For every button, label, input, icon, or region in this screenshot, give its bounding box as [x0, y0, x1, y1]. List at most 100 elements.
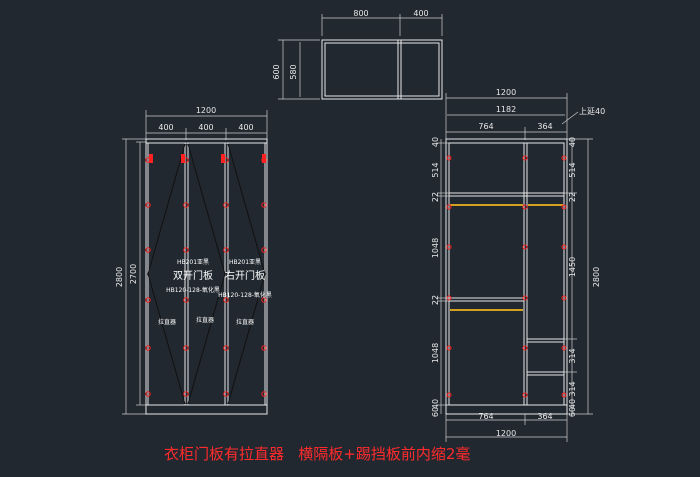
left-door-material: HB120-128-氧化黑 — [166, 286, 220, 294]
hinge-marker — [223, 297, 229, 303]
hinge-marker — [223, 202, 229, 208]
interior-right-height-5: 314 — [568, 348, 577, 363]
left-door-code: HB201亚黑 — [177, 259, 209, 266]
interior-top-note: 上延40 — [579, 106, 605, 116]
left-door-name: 双开门板 — [173, 269, 213, 282]
hinge-marker — [522, 244, 528, 250]
hinge-marker — [522, 155, 528, 161]
hinge-marker — [522, 345, 528, 351]
hinge-marker — [446, 392, 452, 398]
hinge-marker — [223, 345, 229, 351]
hinge-marker — [223, 247, 229, 253]
top-view-dim-a: 800 — [353, 9, 368, 18]
front-panel-width-1: 400 — [158, 123, 173, 132]
hinge-marker — [183, 297, 189, 303]
hinge-marker — [561, 392, 567, 398]
top-view: 800 400 600 580 — [272, 9, 443, 100]
hinge-marker — [561, 244, 567, 250]
interior-top-shelf — [448, 192, 565, 197]
hinge-marker — [223, 391, 229, 397]
interior-right-height-3: 22 — [568, 192, 577, 202]
right-door-name: 右开门板 — [225, 269, 265, 282]
interior-left-height-4: 1048 — [431, 238, 440, 258]
hinge-marker — [561, 345, 567, 351]
interior-bottom-width-1: 764 — [478, 412, 493, 421]
middle-door-handle: 拉直器 — [196, 316, 214, 324]
straightener-marker — [221, 154, 225, 163]
interior-right-height-6: 314 — [568, 381, 577, 396]
left-door-handle: 拉直器 — [158, 318, 176, 326]
interior-top-width-2: 364 — [537, 122, 552, 131]
top-view-dim-b: 400 — [413, 9, 428, 18]
interior-right-height-2: 514 — [568, 162, 577, 177]
top-view-inner — [324, 42, 440, 97]
front-overall-width: 1200 — [196, 106, 216, 115]
interior-left-height-5: 22 — [431, 295, 440, 305]
hinge-marker — [561, 155, 567, 161]
top-view-dim-h2: 580 — [289, 64, 298, 79]
interior-bottom-width-2: 364 — [537, 412, 552, 421]
interior-left-shelf — [448, 297, 525, 302]
front-panel-width-2: 400 — [198, 123, 213, 132]
hinge-marker — [145, 247, 151, 253]
interior-right-shelf-1 — [526, 338, 565, 343]
hinge-marker — [183, 247, 189, 253]
right-door-handle: 拉直器 — [236, 318, 254, 326]
hinge-markers — [145, 154, 267, 397]
hinge-marker — [446, 244, 452, 250]
right-door-code: HB201亚黑 — [229, 259, 261, 266]
hinge-marker — [145, 202, 151, 208]
door-open-line-1 — [147, 143, 186, 405]
hinge-marker — [145, 391, 151, 397]
drawing-caption: 衣柜门板有拉直器 横隔板+踢挡板前内缩2毫 — [164, 445, 470, 463]
straightener-marker — [181, 154, 185, 163]
front-doors-view: 1200 400 400 400 2800 2700 — [115, 106, 272, 415]
hinge-marker — [183, 391, 189, 397]
interior-right-height-1: 40 — [568, 137, 577, 147]
hinge-marker — [261, 247, 267, 253]
interior-left-height-7: 40 — [431, 399, 440, 409]
front-panel-width-3: 400 — [238, 123, 253, 132]
front-cabinet-outline — [145, 138, 268, 415]
interior-right-shelf-2 — [526, 371, 565, 376]
interior-bottom-width: 1200 — [496, 429, 516, 438]
interior-inner-outline — [448, 142, 565, 406]
hinge-marker — [261, 391, 267, 397]
interior-left-height-8: 60 — [431, 407, 440, 417]
straightener-marker — [149, 154, 153, 163]
front-overall-height: 2800 — [115, 267, 124, 287]
hinge-marker — [522, 204, 528, 210]
interior-view: 1200 1182 764 364 上延40 — [431, 88, 605, 442]
interior-right-height-8: 60 — [568, 407, 577, 417]
hinge-marker — [261, 202, 267, 208]
top-note-leader — [561, 111, 579, 125]
interior-cabinet-outline — [445, 138, 568, 415]
interior-right-height-7: 40 — [568, 399, 577, 409]
hinge-marker — [183, 202, 189, 208]
hinge-marker — [261, 297, 267, 303]
hinge-marker — [522, 295, 528, 301]
interior-total-height: 2800 — [592, 267, 601, 287]
interior-left-height-1: 40 — [431, 137, 440, 147]
hinge-marker — [561, 204, 567, 210]
hinge-marker — [446, 204, 452, 210]
front-door-height: 2700 — [129, 264, 138, 284]
hinge-marker — [183, 345, 189, 351]
door-open-line-2 — [187, 143, 226, 405]
interior-left-height-6: 1048 — [431, 343, 440, 363]
hinge-marker — [561, 295, 567, 301]
hinge-marker — [145, 297, 151, 303]
hinge-marker — [446, 155, 452, 161]
top-view-dim-h1: 600 — [272, 64, 281, 79]
hinge-marker — [522, 392, 528, 398]
interior-left-height-3: 22 — [431, 192, 440, 202]
interior-top-width-1: 764 — [478, 122, 493, 131]
interior-markers — [446, 155, 567, 398]
interior-overall-width: 1200 — [496, 88, 516, 97]
right-door-material: HB120-128-氧化黑 — [218, 291, 272, 299]
door-open-line-3 — [227, 143, 266, 405]
straightener-marker — [262, 154, 266, 163]
hinge-marker — [446, 345, 452, 351]
interior-left-height-2: 514 — [431, 162, 440, 177]
